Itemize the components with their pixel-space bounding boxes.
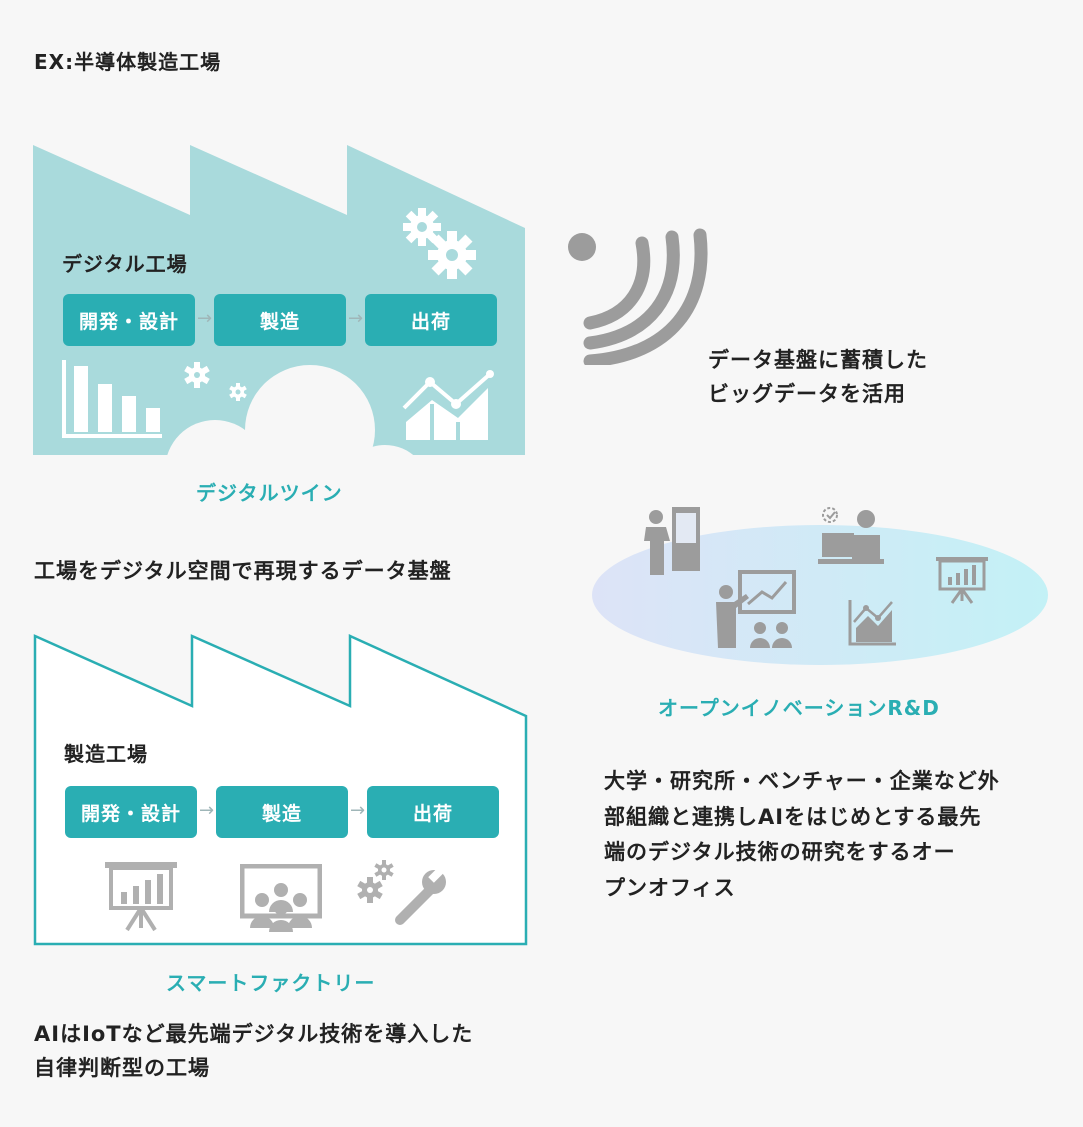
open-innovation-description: 大学・研究所・ベンチャー・企業など外 部組織と連携しAIをはじめとする最先 端の… [604, 764, 1000, 907]
arrow-icon: → [197, 308, 213, 329]
presentation-board-icon [105, 862, 177, 932]
digital-factory-title: デジタル工場 [62, 252, 188, 276]
innovation-line: プンオフィス [604, 876, 736, 901]
smart-factory-title: 製造工場 [64, 742, 148, 766]
big-data-line: データ基盤に蓄積した [708, 348, 928, 372]
wireless-signal-icon [568, 228, 708, 365]
smart-factory-line: AIはIoTなど最先端デジタル技術を導入した [34, 1022, 474, 1046]
analytics-chart-icon [848, 600, 896, 646]
digital-factory-description: 工場をデジタル空間で再現するデータ基盤 [34, 559, 452, 583]
arrow-icon: → [350, 800, 366, 821]
smart-step-ship: 出荷 [367, 786, 499, 838]
big-data-line: ビッグデータを活用 [708, 381, 906, 406]
arrow-icon: → [199, 800, 215, 821]
lecture-icon [716, 570, 796, 648]
cloud-shape [138, 365, 430, 538]
smart-factory-caption: スマートファクトリー [166, 971, 376, 995]
gears-icon [403, 208, 476, 279]
smart-step-manufacture: 製造 [216, 786, 348, 838]
bar-chart-icon [62, 360, 162, 438]
presentation-board-icon [936, 557, 988, 604]
example-label: EX:半導体製造工場 [34, 50, 222, 74]
researcher-machine-icon [644, 507, 700, 575]
digital-step-ship: 出荷 [365, 294, 497, 346]
small-gears-icon [184, 362, 247, 401]
digital-step-design: 開発・設計 [63, 294, 195, 346]
innovation-line: 端のデジタル技術の研究をするオー [604, 840, 956, 865]
digital-twin-caption: デジタルツイン [196, 481, 343, 505]
smart-factory-description: AIはIoTなど最先端デジタル技術を導入した 自律判断型の工場 [34, 1018, 473, 1085]
smart-factory-line: 自律判断型の工場 [34, 1055, 210, 1080]
digital-step-manufacture: 製造 [214, 294, 346, 346]
meeting-screen-icon [240, 864, 322, 932]
trend-chart-icon [402, 370, 494, 440]
laptop-worker-icon [818, 507, 884, 564]
open-innovation-caption: オープンイノベーションR&D [658, 696, 940, 720]
gear-wrench-icon [357, 860, 446, 925]
innovation-line: 大学・研究所・ベンチャー・企業など外 [604, 769, 1000, 793]
innovation-oval [592, 525, 1048, 665]
smart-step-design: 開発・設計 [65, 786, 197, 838]
arrow-icon: → [348, 308, 364, 329]
innovation-line: 部組織と連携しAIをはじめとする最先 [604, 804, 982, 829]
big-data-description: データ基盤に蓄積した ビッグデータを活用 [708, 344, 928, 411]
open-innovation-illustration [592, 525, 1048, 665]
